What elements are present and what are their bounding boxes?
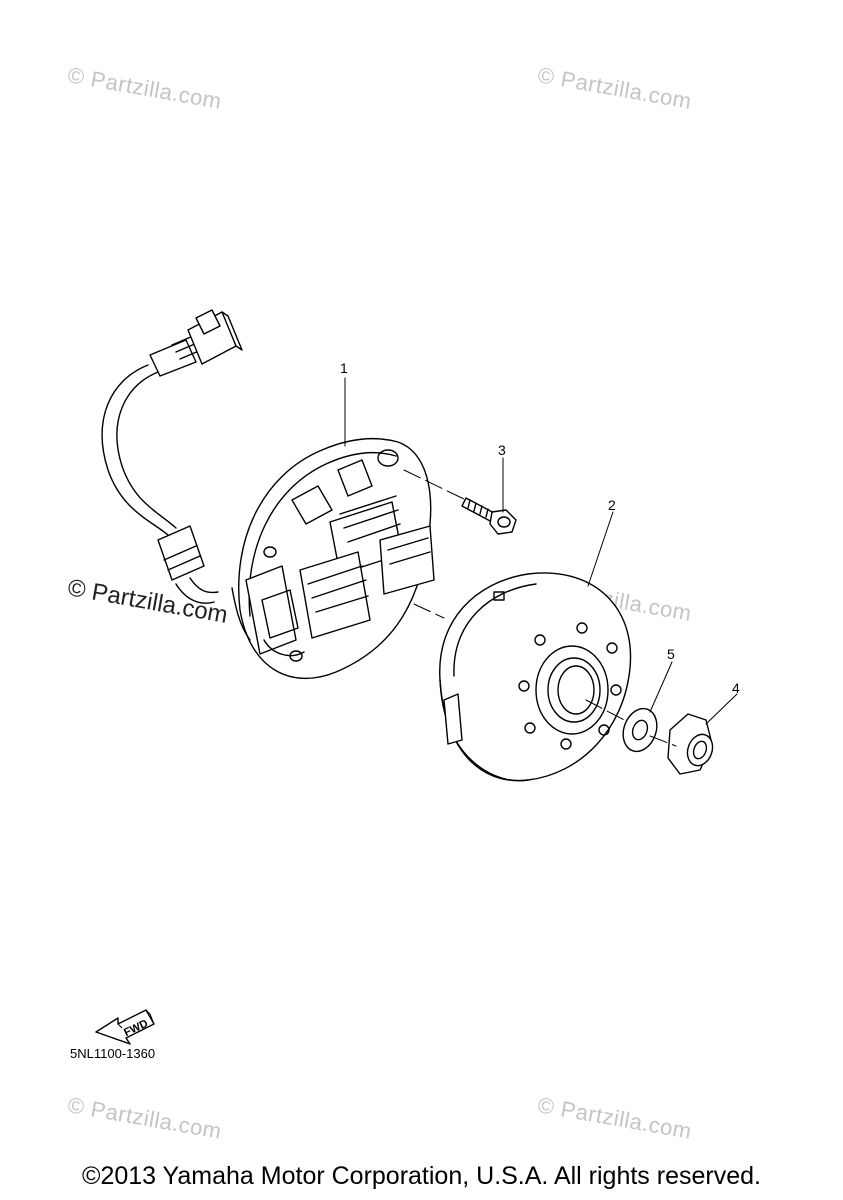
coupler-connector <box>187 309 243 365</box>
part-code: 5NL1100-1360 <box>70 1046 156 1061</box>
wire-harness <box>101 332 207 536</box>
leader-lines <box>344 377 738 725</box>
callout-5: 5 <box>667 646 675 662</box>
bolt <box>461 497 517 535</box>
rotor-flywheel <box>439 572 632 782</box>
grommet <box>157 525 219 604</box>
callout-1: 1 <box>340 360 348 376</box>
callout-3: 3 <box>498 442 506 458</box>
alignment-lines <box>403 469 677 747</box>
washer <box>622 707 658 753</box>
fwd-arrow-icon: FWD <box>95 1009 155 1045</box>
callout-2: 2 <box>608 497 616 513</box>
copyright-notice: ©2013 Yamaha Motor Corporation, U.S.A. A… <box>82 1162 761 1190</box>
nut <box>667 713 714 775</box>
stator-assembly <box>231 438 435 680</box>
callout-4: 4 <box>732 680 740 696</box>
